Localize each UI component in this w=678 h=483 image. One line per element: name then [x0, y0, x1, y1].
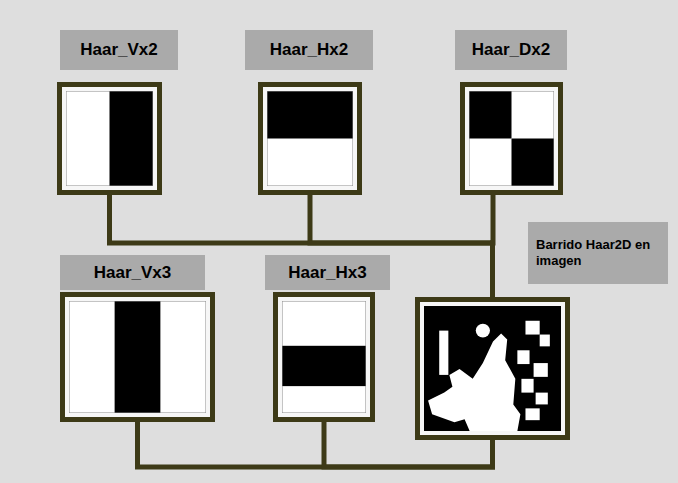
haar-filter-box: Haar_Hx2	[258, 82, 362, 195]
haar-pattern	[469, 91, 554, 186]
filter-label: Barrido Haar2D en imagen	[528, 222, 668, 284]
haar-filter-box: Haar_Vx3	[60, 292, 215, 422]
haar-pattern	[267, 91, 353, 186]
haar-pattern	[282, 301, 366, 413]
filter-label: Haar_Vx3	[60, 255, 205, 290]
haar-filter-box: Haar_Hx3	[273, 292, 375, 422]
haar-filter-box: Haar_Vx2	[57, 82, 162, 195]
binary-image	[424, 306, 561, 431]
filter-label: Haar_Vx2	[60, 30, 178, 70]
bus-connector	[490, 195, 496, 297]
image-panel: Barrido Haar2D en imagen	[415, 297, 570, 440]
haar-pattern	[66, 91, 153, 186]
haar-filter-box: Haar_Dx2	[460, 82, 563, 195]
filter-label: Haar_Dx2	[455, 30, 567, 70]
haar-pattern	[69, 301, 206, 413]
filter-label: Haar_Hx2	[245, 30, 373, 70]
filter-label: Haar_Hx3	[265, 255, 390, 290]
